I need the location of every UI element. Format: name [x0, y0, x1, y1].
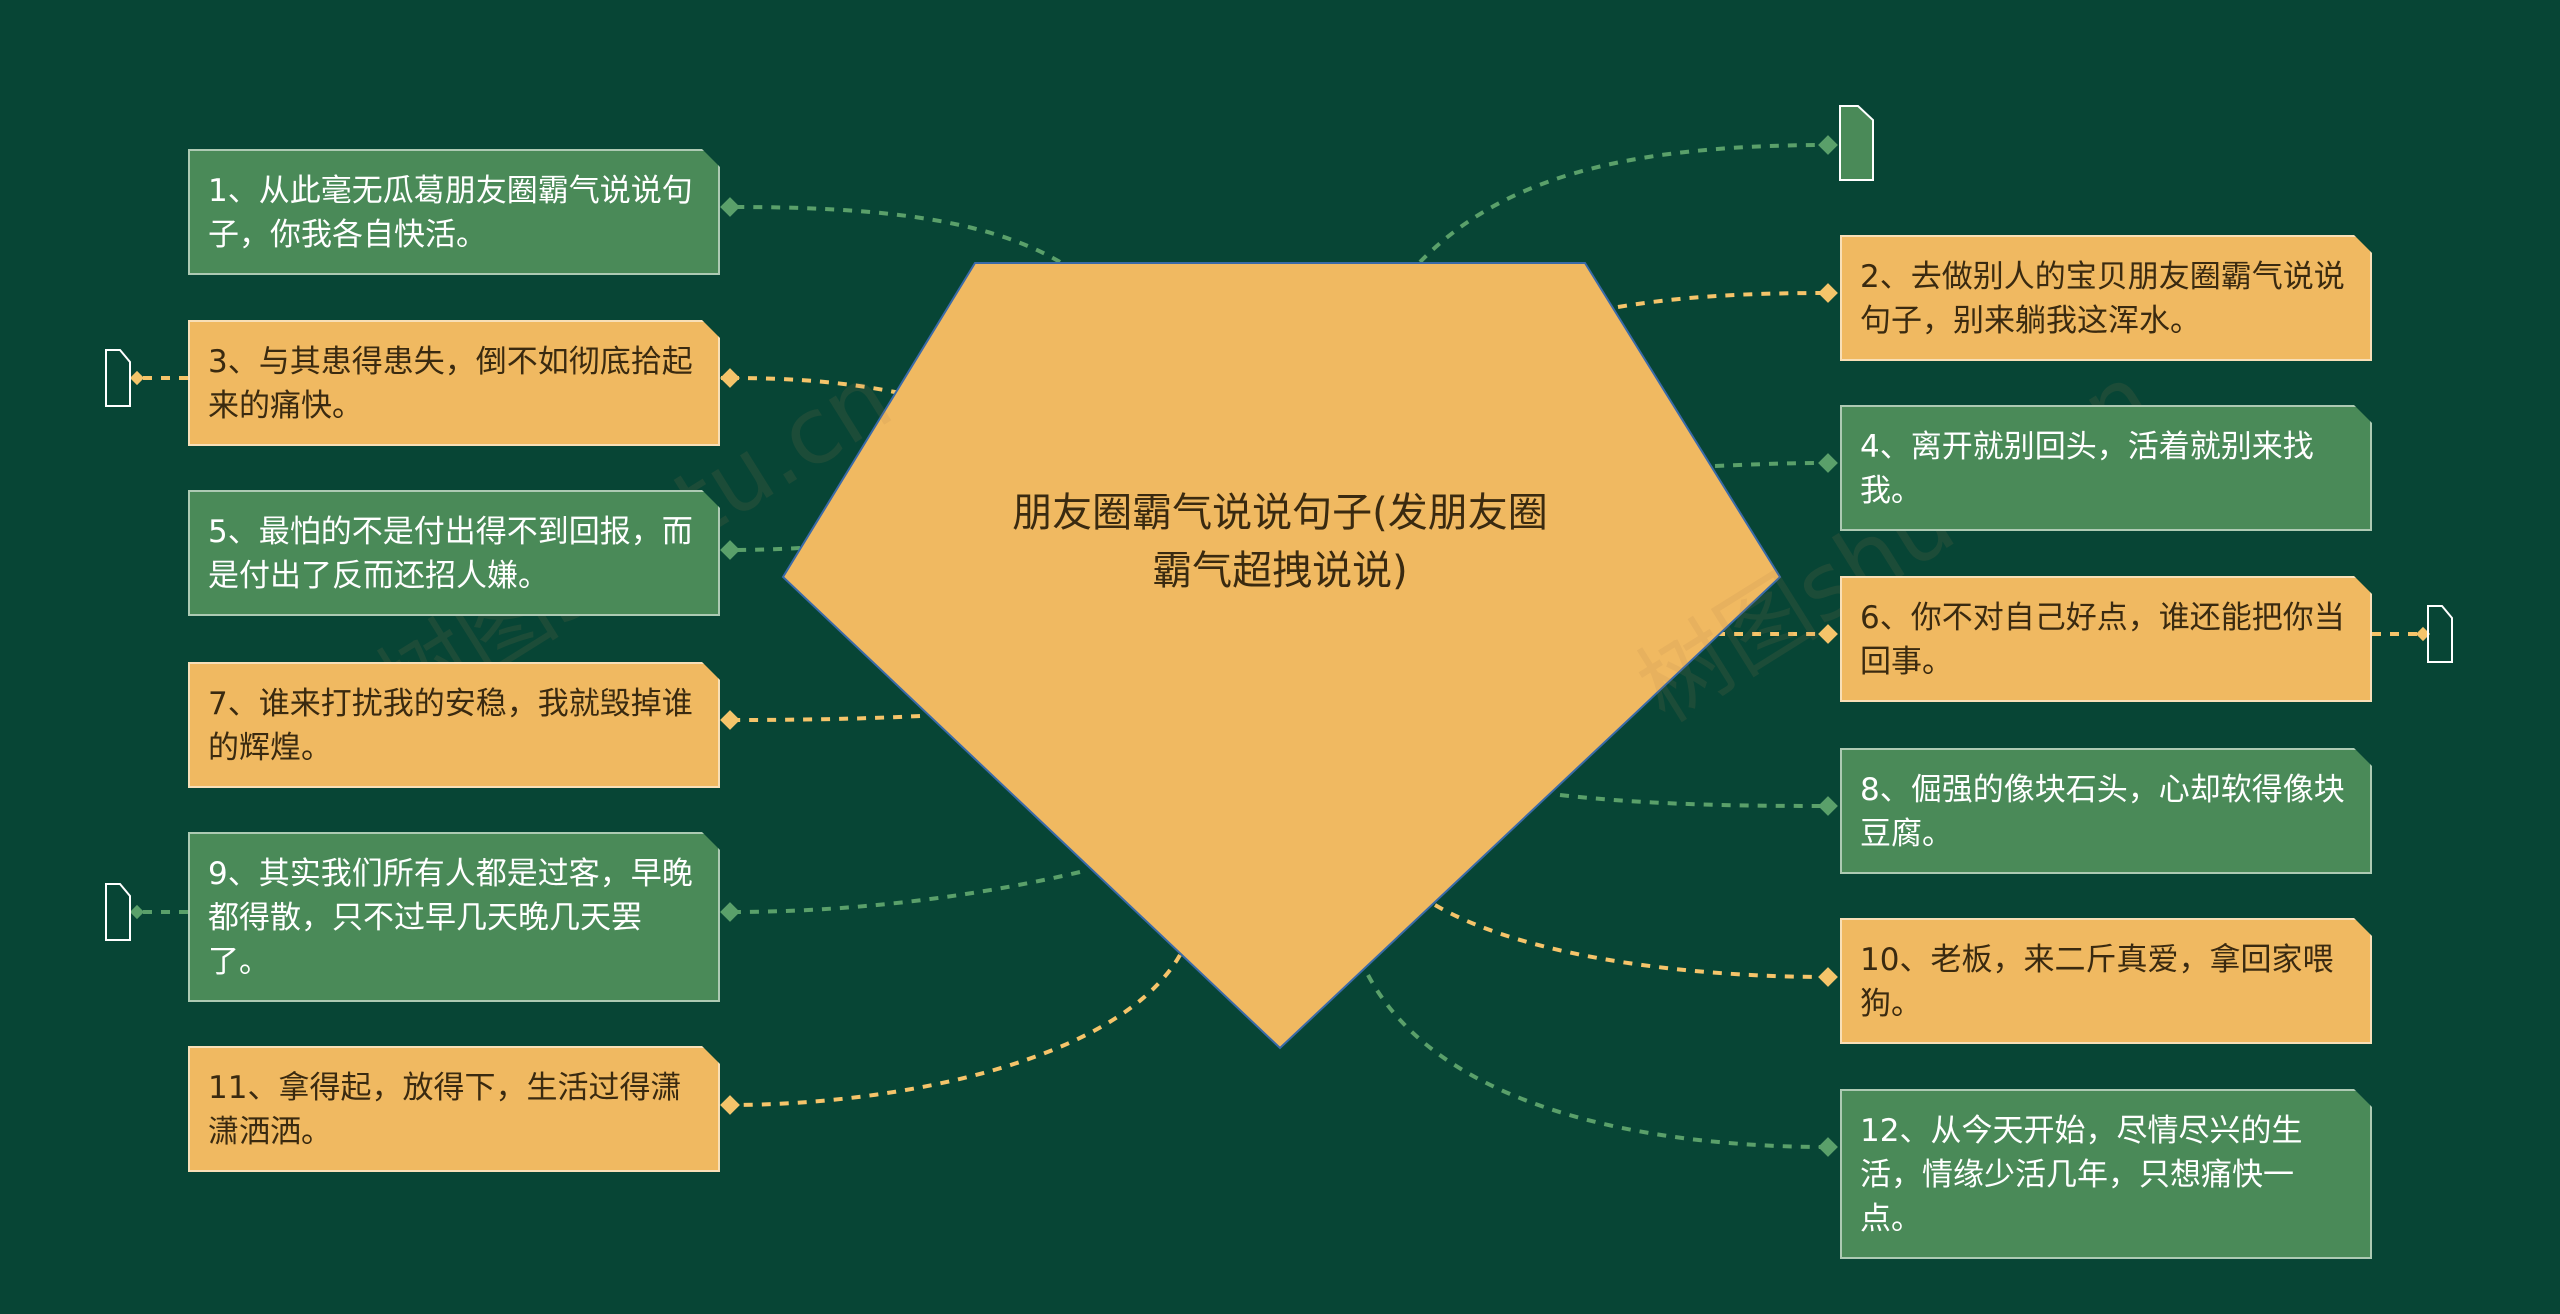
topic-node-9[interactable]: 9、其实我们所有人都是过客，早晚都得散，只不过早几天晚几天罢了。	[188, 832, 720, 1002]
connector-12	[1366, 974, 1829, 1149]
connector-dot	[129, 370, 145, 386]
note-icon[interactable]	[105, 883, 131, 941]
topic-node-10[interactable]: 10、老板，来二斤真爱，拿回家喂狗。	[1840, 918, 2372, 1044]
connector-dot	[1818, 1137, 1838, 1157]
connector-4	[1714, 461, 1829, 468]
connector-dot	[1818, 135, 1838, 155]
connector-dot	[1818, 624, 1838, 644]
connector-2	[1617, 291, 1829, 309]
connector-dot	[720, 197, 740, 217]
connector-1	[729, 205, 1062, 264]
connector-dot	[720, 710, 740, 730]
topic-text: 10、老板，来二斤真爱，拿回家喂狗。	[1860, 942, 2334, 1022]
topic-node-12[interactable]: 12、从今天开始，尽情尽兴的生活，情缘少活几年，只想痛快一点。	[1840, 1089, 2372, 1259]
connector-5	[729, 546, 801, 552]
topic-text: 6、你不对自己好点，谁还能把你当回事。	[1860, 600, 2345, 680]
connector-dot	[720, 368, 740, 388]
note-icon[interactable]	[1839, 105, 1874, 181]
topic-node-8[interactable]: 8、倔强的像块石头，心却软得像块豆腐。	[1840, 748, 2372, 874]
connector-9	[729, 870, 1081, 914]
topic-text: 4、离开就别回头，活着就别来找我。	[1860, 429, 2314, 509]
connector-8	[1559, 793, 1829, 808]
connector-dot	[1818, 283, 1838, 303]
topic-text: 2、去做别人的宝贝朋友圈霸气说说句子，别来躺我这浑水。	[1860, 259, 2345, 339]
topic-node-11[interactable]: 11、拿得起，放得下，生活过得潇潇洒洒。	[188, 1046, 720, 1172]
topic-node-6[interactable]: 6、你不对自己好点，谁还能把你当回事。	[1840, 576, 2372, 702]
topic-text: 11、拿得起，放得下，生活过得潇潇洒洒。	[208, 1070, 682, 1150]
connector-dot	[720, 1095, 740, 1115]
connector-top-icon	[1418, 143, 1829, 264]
topic-node-7[interactable]: 7、谁来打扰我的安稳，我就毁掉谁的辉煌。	[188, 662, 720, 788]
connector-10	[1433, 903, 1829, 979]
central-topic-title[interactable]: 朋友圈霸气说说句子(发朋友圈霸气超拽说说)	[1012, 490, 1548, 594]
topic-text: 1、从此毫无瓜葛朋友圈霸气说说句子，你我各自快活。	[208, 173, 693, 253]
topic-node-5[interactable]: 5、最怕的不是付出得不到回报，而是付出了反而还招人嫌。	[188, 490, 720, 616]
connector-7	[729, 714, 921, 722]
topic-text: 12、从今天开始，尽情尽兴的生活，情缘少活几年，只想痛快一点。	[1860, 1113, 2303, 1237]
central-topic-shape[interactable]	[781, 262, 1782, 1050]
connector-dot	[720, 540, 740, 560]
connector-3	[729, 376, 901, 395]
connector-dot	[129, 904, 145, 920]
connector-dot	[720, 902, 740, 922]
topic-text: 5、最怕的不是付出得不到回报，而是付出了反而还招人嫌。	[208, 514, 693, 594]
topic-node-3[interactable]: 3、与其患得患失，倒不如彻底拾起来的痛快。	[188, 320, 720, 446]
note-icon[interactable]	[105, 349, 131, 407]
topic-node-1[interactable]: 1、从此毫无瓜葛朋友圈霸气说说句子，你我各自快活。	[188, 149, 720, 275]
connector-dot	[1818, 796, 1838, 816]
connector-dot	[1818, 453, 1838, 473]
note-icon[interactable]	[2427, 605, 2453, 663]
topic-text: 8、倔强的像块石头，心却软得像块豆腐。	[1860, 772, 2345, 852]
topic-text: 3、与其患得患失，倒不如彻底拾起来的痛快。	[208, 344, 693, 424]
topic-text: 7、谁来打扰我的安稳，我就毁掉谁的辉煌。	[208, 686, 693, 766]
topic-node-2[interactable]: 2、去做别人的宝贝朋友圈霸气说说句子，别来躺我这浑水。	[1840, 235, 2372, 361]
connector-11	[729, 954, 1182, 1107]
topic-node-4[interactable]: 4、离开就别回头，活着就别来找我。	[1840, 405, 2372, 531]
topic-text: 9、其实我们所有人都是过客，早晚都得散，只不过早几天晚几天罢了。	[208, 856, 693, 980]
connector-dot	[1818, 967, 1838, 987]
